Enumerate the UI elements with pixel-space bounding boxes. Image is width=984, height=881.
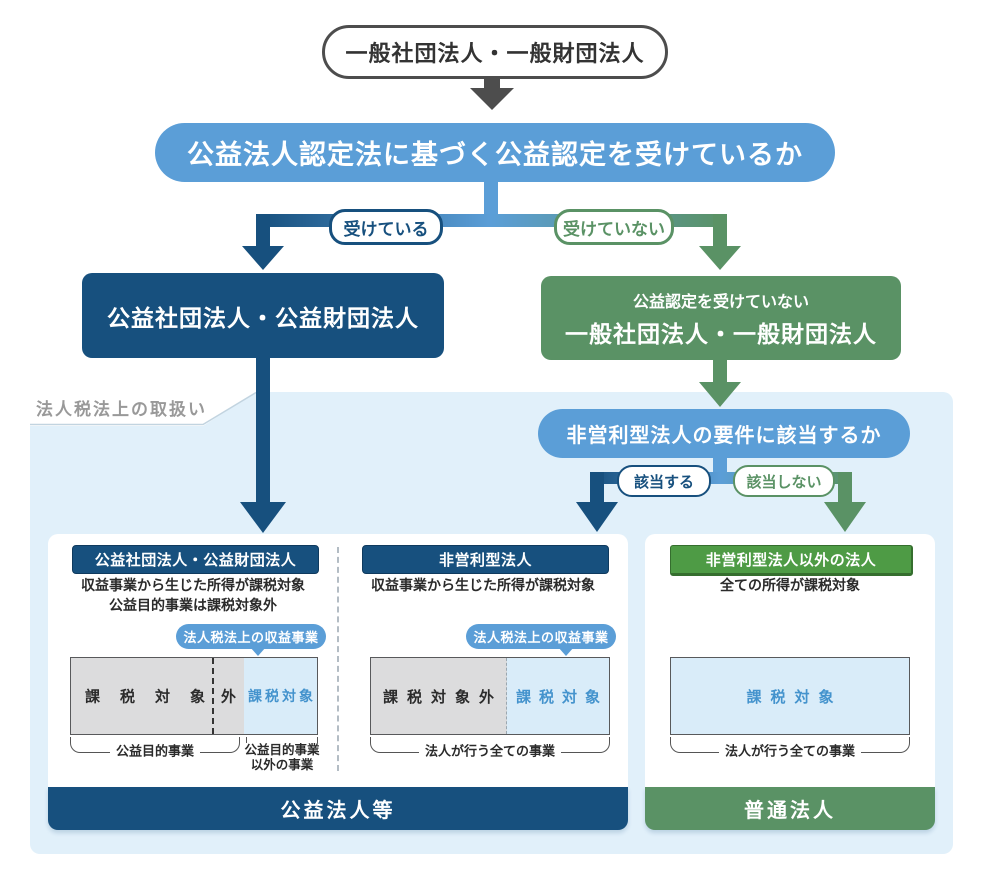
bracket-right-line1: 公益目的事業	[244, 743, 320, 757]
column-b-callout-label: 法人税法上の収益事業	[473, 630, 609, 645]
column-a-callout-label: 法人税法上の収益事業	[183, 630, 319, 645]
column-divider	[337, 547, 339, 771]
column-b-taxable-zone: 課税対象	[515, 688, 608, 706]
column-a-taxable-zone: 課税対象	[248, 688, 316, 704]
column-a-callout: 法人税法上の収益事業	[176, 624, 326, 656]
ippan-corporation-box: 公益認定を受けていない 一般社団法人・一般財団法人	[541, 276, 901, 360]
branch-label-match: 該当する	[617, 465, 711, 497]
q1-stub	[484, 178, 498, 218]
column-c-description: 全ての所得が課税対象	[720, 577, 860, 593]
column-b-bracket-label: 法人が行う全ての事業	[418, 740, 562, 760]
column-a-dashed-boundary	[212, 658, 214, 734]
footer-koeki-houjin: 公益法人等	[48, 787, 628, 830]
column-b-bar: 課税対象外 課税対象	[370, 657, 610, 735]
branch-label-yes: 受けている	[329, 209, 443, 245]
bracket-right-line2: 以外の事業	[250, 758, 314, 772]
column-a-nontaxable-label: 課税対象	[85, 688, 226, 706]
ippan-box-subtitle: 公益認定を受けていない	[632, 293, 809, 311]
arrow-yes-branch	[242, 214, 284, 270]
column-a-nontaxable-suffix: 外	[220, 688, 236, 706]
column-a-header: 公益社団法人・公益財団法人	[72, 545, 319, 574]
koeki-corporation-box: 公益社団法人・公益財団法人	[82, 273, 444, 358]
callout-tail-icon	[250, 647, 266, 656]
column-c-bracket: 法人が行う全ての事業	[670, 737, 910, 760]
footer-futsu-houjin: 普通法人	[645, 787, 935, 830]
callout-tail-icon	[558, 647, 574, 656]
tax-section-label: 法人税法上の取扱い	[36, 400, 207, 419]
column-a-bracket-left: 公益目的事業	[70, 737, 240, 760]
question2-banner: 非営利型法人の要件に該当するか	[538, 409, 910, 458]
column-b-header: 非営利型法人	[362, 545, 609, 574]
column-c-taxable-label: 課税対象	[746, 688, 843, 706]
column-a-bracket-right: 公益目的事業 以外の事業	[240, 737, 324, 773]
column-a-description: 収益事業から生じた所得が課税対象 公益目的事業は課税対象外	[50, 575, 336, 615]
branch-label-nomatch: 該当しない	[733, 465, 835, 497]
ippan-box-title: 一般社団法人・一般財団法人	[565, 320, 877, 347]
column-b-nontaxable-label: 課税対象外	[382, 688, 503, 706]
column-b-bracket: 法人が行う全ての事業	[370, 737, 610, 760]
column-a-bracket-right-label: 公益目的事業 以外の事業	[240, 743, 324, 773]
column-c-header: 非営利型法人以外の法人	[670, 545, 913, 576]
column-a-desc-line1: 収益事業から生じた所得が課税対象	[81, 577, 305, 593]
column-c-bar: 課税対象	[670, 657, 910, 735]
column-b-nontaxable-zone: 課税対象外	[371, 658, 507, 734]
branch-label-no: 受けていない	[554, 209, 674, 245]
root-node: 一般社団法人・一般財団法人	[322, 25, 668, 79]
column-a-bar: 課税対象 外 課税対象	[70, 657, 318, 735]
column-c-bracket-label: 法人が行う全ての事業	[718, 740, 862, 760]
column-b-description: 収益事業から生じた所得が課税対象	[371, 577, 595, 593]
column-a-desc-line2: 公益目的事業は課税対象外	[109, 597, 277, 613]
question1-banner: 公益法人認定法に基づく公益認定を受けているか	[155, 123, 835, 182]
column-b-callout: 法人税法上の収益事業	[466, 624, 616, 656]
arrow-no-branch	[699, 214, 741, 270]
column-a-bracket-left-label: 公益目的事業	[109, 740, 201, 760]
arrow-root-to-q1	[470, 76, 514, 110]
column-a-nontaxable-zone	[71, 658, 244, 734]
